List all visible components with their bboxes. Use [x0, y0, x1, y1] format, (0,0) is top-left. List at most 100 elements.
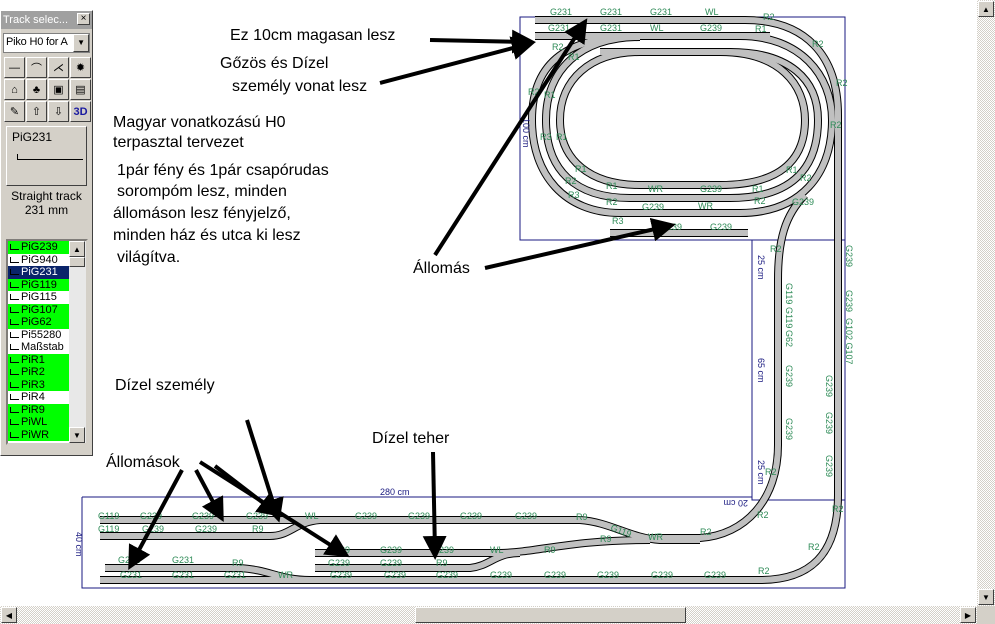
track-list-item[interactable]: PiWR: [8, 428, 70, 441]
note-stations: Állomások: [106, 454, 180, 471]
track-label: G62: [784, 330, 794, 347]
switch-tool-button[interactable]: ⋌: [48, 57, 69, 78]
track-list-item[interactable]: PiG115: [8, 291, 70, 304]
track-label: G239: [328, 558, 350, 568]
track-label: G239: [380, 558, 402, 568]
track-label: G239: [355, 511, 377, 521]
track-list-item[interactable]: PiWL: [8, 416, 70, 429]
track-label: R9: [436, 558, 448, 568]
close-icon[interactable]: ×: [77, 13, 90, 25]
track-label: G239: [792, 197, 814, 207]
track-label: G239: [384, 570, 406, 580]
note-desc-1: 1pár fény és 1pár csapórudas: [117, 162, 329, 179]
track-label: WL: [305, 511, 319, 521]
scroll-right-button[interactable]: ▶: [960, 607, 976, 623]
track-segment[interactable]: [543, 34, 822, 201]
track-label: G239: [380, 545, 402, 555]
horizontal-scroll-thumb[interactable]: [415, 607, 686, 623]
bridge-tool-button[interactable]: ▤: [70, 79, 91, 100]
track-label: G231: [650, 7, 672, 17]
scroll-up-button[interactable]: ▲: [978, 1, 994, 17]
track-label: G239: [460, 511, 482, 521]
edit-tool-button[interactable]: ✎: [4, 101, 25, 122]
track-list-item[interactable]: PiR9: [8, 403, 70, 416]
annotation-arrow: [128, 469, 184, 571]
track-list-item[interactable]: PiG107: [8, 303, 70, 316]
track-label: WR: [278, 570, 293, 580]
lower-tool-button[interactable]: ⇩: [48, 101, 69, 122]
track-label: G239: [246, 511, 268, 521]
scroll-down-button[interactable]: ▼: [978, 589, 994, 605]
track-selection-palette[interactable]: Track selec...× Piko H0 for A▼ —⌒⋌✹ ⌂♣▣▤ ✎…: [0, 10, 93, 456]
track-segment[interactable]: [105, 565, 311, 583]
baseboard-right-outline: [640, 17, 846, 501]
track-label: R2: [606, 197, 618, 207]
dimension-label: 25 cm: [756, 255, 766, 280]
dimension-label: 20 cm: [723, 498, 748, 508]
straight-tool-button[interactable]: —: [4, 57, 25, 78]
track-label: G239: [784, 365, 794, 387]
scroll-corner: [977, 606, 995, 624]
track-list-item[interactable]: PiR3: [8, 378, 70, 391]
track-list-item[interactable]: PiG62: [8, 316, 70, 329]
track-list-item[interactable]: Maßstab: [8, 341, 70, 354]
track-list-item[interactable]: PiR4: [8, 391, 70, 404]
turntable-tool-button[interactable]: ✹: [70, 57, 91, 78]
track-label: G119: [98, 511, 119, 521]
track-label: G231: [224, 570, 246, 580]
house-tool-button[interactable]: ⌂: [4, 79, 25, 100]
track-list-item[interactable]: PiG231: [8, 266, 70, 279]
track-list-item[interactable]: PiG239: [8, 241, 70, 254]
palette-titlebar[interactable]: Track selec...×: [1, 11, 92, 29]
chevron-down-icon[interactable]: ▼: [73, 34, 89, 52]
track-label: R1: [786, 165, 798, 175]
track-label: G239: [515, 511, 537, 521]
3d-view-button[interactable]: 3D: [70, 101, 91, 122]
straight-track-preview-icon: [17, 154, 83, 160]
track-label: G239: [844, 245, 854, 267]
curve-tool-button[interactable]: ⌒: [26, 57, 47, 78]
layers-tool-button[interactable]: ▣: [48, 79, 69, 100]
track-list-item[interactable]: PiR1: [8, 353, 70, 366]
track-segment[interactable]: [650, 192, 808, 541]
track-label: G239: [597, 570, 619, 580]
track-segment[interactable]: [100, 517, 321, 539]
track-label: R9: [600, 534, 612, 544]
track-label: R2: [830, 120, 842, 130]
track-segment[interactable]: [557, 48, 809, 188]
track-list-item[interactable]: Pi55280: [8, 328, 70, 341]
track-segment[interactable]: [100, 17, 841, 583]
track-label: R3: [540, 132, 552, 142]
vertical-scrollbar[interactable]: ▲ ▼: [977, 0, 995, 606]
annotation-arrow: [484, 217, 676, 270]
horizontal-scrollbar[interactable]: ◀ ▶: [0, 606, 977, 624]
track-label: R1: [544, 90, 556, 100]
track-label: G102 G107: [844, 318, 854, 365]
track-label: WL: [650, 23, 664, 33]
track-label: R2: [836, 78, 848, 88]
track-label: R2: [765, 467, 777, 477]
track-label: R9: [544, 545, 556, 555]
track-list-scrollbar[interactable]: ▲ ▼: [69, 241, 86, 443]
baseboard-bottom-outline: [81, 497, 846, 589]
list-scroll-down-button[interactable]: ▼: [69, 427, 85, 443]
note-title-2: terpasztal tervezet: [113, 134, 244, 151]
note-diesel-freight: Dízel teher: [372, 430, 450, 447]
manufacturer-select[interactable]: Piko H0 for A▼: [3, 33, 90, 53]
track-label: R3: [568, 190, 580, 200]
track-list-item[interactable]: PiR2: [8, 366, 70, 379]
track-list-item[interactable]: PiG119: [8, 278, 70, 291]
scroll-left-button[interactable]: ◀: [1, 607, 17, 623]
list-scroll-up-button[interactable]: ▲: [69, 241, 85, 257]
list-scroll-thumb[interactable]: [69, 257, 85, 267]
track-list-item[interactable]: PiG940: [8, 253, 70, 266]
raise-tool-button[interactable]: ⇧: [26, 101, 47, 122]
track-label: R9: [576, 512, 588, 522]
track-label: G231: [120, 570, 142, 580]
signal-tool-button[interactable]: ♣: [26, 79, 47, 100]
track-segment[interactable]: [100, 517, 700, 543]
track-segment[interactable]: [315, 550, 521, 571]
